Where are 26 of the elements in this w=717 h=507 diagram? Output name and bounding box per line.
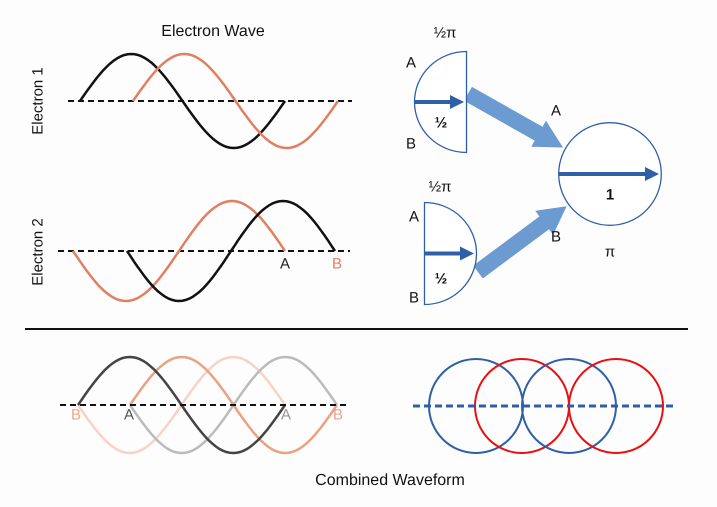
wave-end-label: A — [124, 408, 134, 422]
point-label: B — [551, 230, 561, 244]
wave-end-label: A — [280, 256, 290, 272]
point-label: A — [406, 56, 416, 70]
point-label: ½π — [434, 26, 456, 40]
magnitude-label: ½ — [434, 116, 448, 130]
wave-end-label: B — [71, 408, 81, 422]
half-circle-diagram — [414, 51, 467, 153]
point-label: A — [409, 210, 419, 224]
point-label: π — [604, 244, 616, 260]
circle-diagram — [558, 122, 662, 226]
point-label: A — [551, 104, 561, 118]
point-label: ½π — [428, 180, 452, 194]
point-label: B — [409, 290, 419, 306]
half-circle-diagram — [424, 202, 477, 305]
row-label: Electron 2 — [30, 218, 46, 286]
block-arrow — [473, 206, 567, 278]
row-label: Electron 1 — [30, 67, 46, 135]
wave-end-label: B — [332, 256, 342, 272]
point-label: B — [406, 136, 416, 152]
title: Electron Wave — [161, 24, 265, 40]
wave-end-label: B — [333, 408, 343, 422]
wave-end-label: A — [281, 408, 291, 422]
caption: Combined Waveform — [315, 473, 465, 489]
magnitude-label: 1 — [606, 188, 614, 202]
magnitude-label: ½ — [434, 272, 448, 286]
